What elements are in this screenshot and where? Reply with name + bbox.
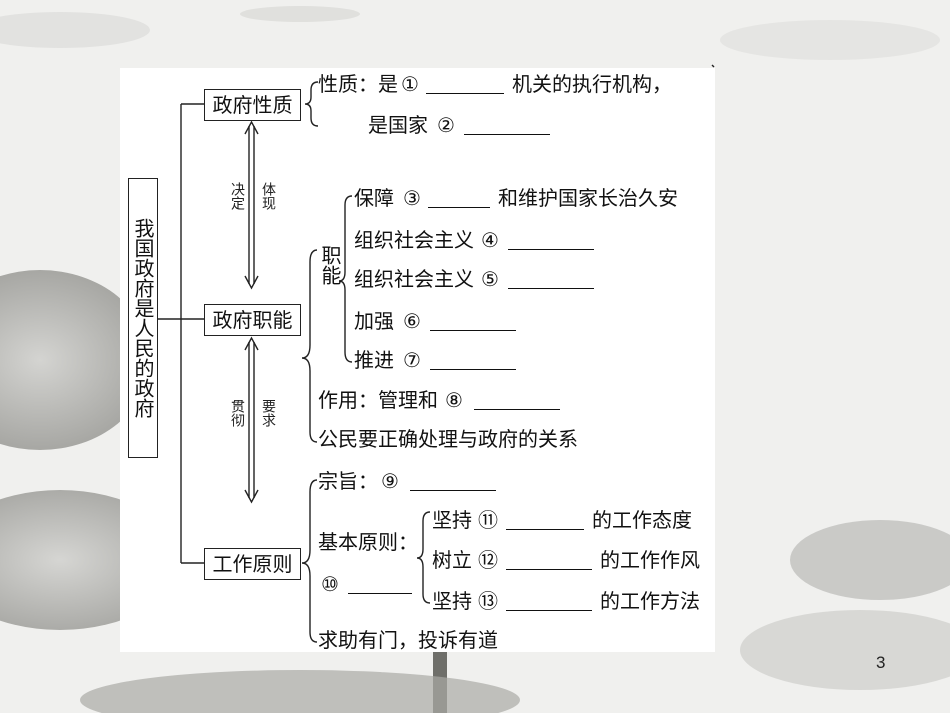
fill-in-blank-5[interactable] (508, 270, 594, 289)
principle-help: 求助有门，投诉有道 (318, 628, 498, 652)
node-government-nature-label: 政府性质 (212, 93, 293, 117)
blank-number-7: ⑦ (403, 348, 421, 372)
root-node-label: 我国政府是人民的政府 (131, 218, 155, 418)
blank-number-9: ⑨ (381, 469, 399, 493)
blank-number-11: ⑪ (478, 508, 498, 532)
function-item-3: 组织社会主义 ⑤ (354, 267, 594, 291)
function-item-5: 推进 ⑦ (354, 348, 516, 372)
node-government-nature: 政府性质 (204, 89, 301, 121)
blank-number-10: ⑩ (321, 572, 339, 596)
nature-line-2-pre: 是国家 (368, 113, 428, 137)
blank-number-13: ⑬ (478, 589, 498, 613)
basic-principle-1-pre: 坚持 (432, 508, 472, 532)
label-decide: 决定 (229, 182, 245, 210)
function-item-4: 加强 ⑥ (354, 309, 516, 333)
function-item-2-pre: 组织社会主义 (354, 228, 474, 252)
fill-in-blank-8[interactable] (474, 391, 560, 410)
fill-in-blank-1[interactable] (426, 75, 504, 94)
blank-number-3: ③ (403, 186, 421, 210)
basic-principle-2-pre: 树立 (432, 548, 472, 572)
page-number: 3 (876, 653, 886, 672)
fill-in-blank-6[interactable] (430, 312, 516, 331)
label-embody: 体现 (260, 182, 276, 210)
function-item-2: 组织社会主义 ④ (354, 228, 594, 252)
principle-purpose: 宗旨：⑨ (318, 469, 496, 493)
fill-in-blank-13[interactable] (506, 592, 592, 611)
fill-in-blank-9[interactable] (410, 472, 496, 491)
fill-in-blank-12[interactable] (506, 551, 592, 570)
node-government-function-label: 政府职能 (212, 308, 293, 332)
blank-number-2: ② (437, 113, 455, 137)
nature-line-2: 是国家 ② (368, 113, 550, 137)
root-node: 我国政府是人民的政府 (128, 178, 158, 458)
fill-in-blank-10[interactable] (348, 575, 412, 594)
node-work-principle-label: 工作原则 (212, 552, 293, 576)
blank-number-6: ⑥ (403, 309, 421, 333)
function-item-3-pre: 组织社会主义 (354, 267, 474, 291)
nature-line-1-pre: 性质：是 (318, 72, 398, 96)
principle-basic-label: 基本原则： (318, 530, 418, 554)
blank-number-12: ⑫ (478, 548, 498, 572)
fill-in-blank-11[interactable] (506, 511, 584, 530)
function-item-1: 保障 ③ 和维护国家长治久安 (354, 186, 678, 210)
citizen-relation: 公民要正确处理与政府的关系 (318, 427, 578, 451)
fill-in-blank-2[interactable] (464, 116, 550, 135)
principle-purpose-pre: 宗旨： (318, 469, 378, 493)
function-group-label: 职能 (318, 245, 342, 285)
function-role-pre: 作用：管理和 (318, 388, 438, 412)
basic-principle-3-pre: 坚持 (432, 589, 472, 613)
blank-number-5: ⑤ (481, 267, 499, 291)
basic-principle-2-post: 的工作作风 (600, 548, 700, 572)
function-role: 作用：管理和 ⑧ (318, 388, 560, 412)
basic-principle-3-post: 的工作方法 (600, 589, 700, 613)
function-item-4-pre: 加强 (354, 309, 394, 333)
function-item-1-post: 和维护国家长治久安 (498, 186, 678, 210)
principle-basic-number: ⑩ (318, 572, 412, 596)
function-item-5-pre: 推进 (354, 348, 394, 372)
fill-in-blank-7[interactable] (430, 351, 516, 370)
fill-in-blank-3[interactable] (428, 189, 490, 208)
label-require: 要求 (260, 399, 276, 427)
node-work-principle: 工作原则 (204, 548, 301, 580)
blank-number-8: ⑧ (445, 388, 463, 412)
basic-principle-1-post: 的工作态度 (592, 508, 692, 532)
fill-in-blank-4[interactable] (508, 231, 594, 250)
node-government-function: 政府职能 (204, 304, 301, 336)
function-item-1-pre: 保障 (354, 186, 394, 210)
label-implement: 贯彻 (229, 399, 245, 427)
blank-number-4: ④ (481, 228, 499, 252)
blank-number-1: ① (401, 72, 419, 96)
nature-line-1-post: 机关的执行机构， (512, 72, 672, 96)
